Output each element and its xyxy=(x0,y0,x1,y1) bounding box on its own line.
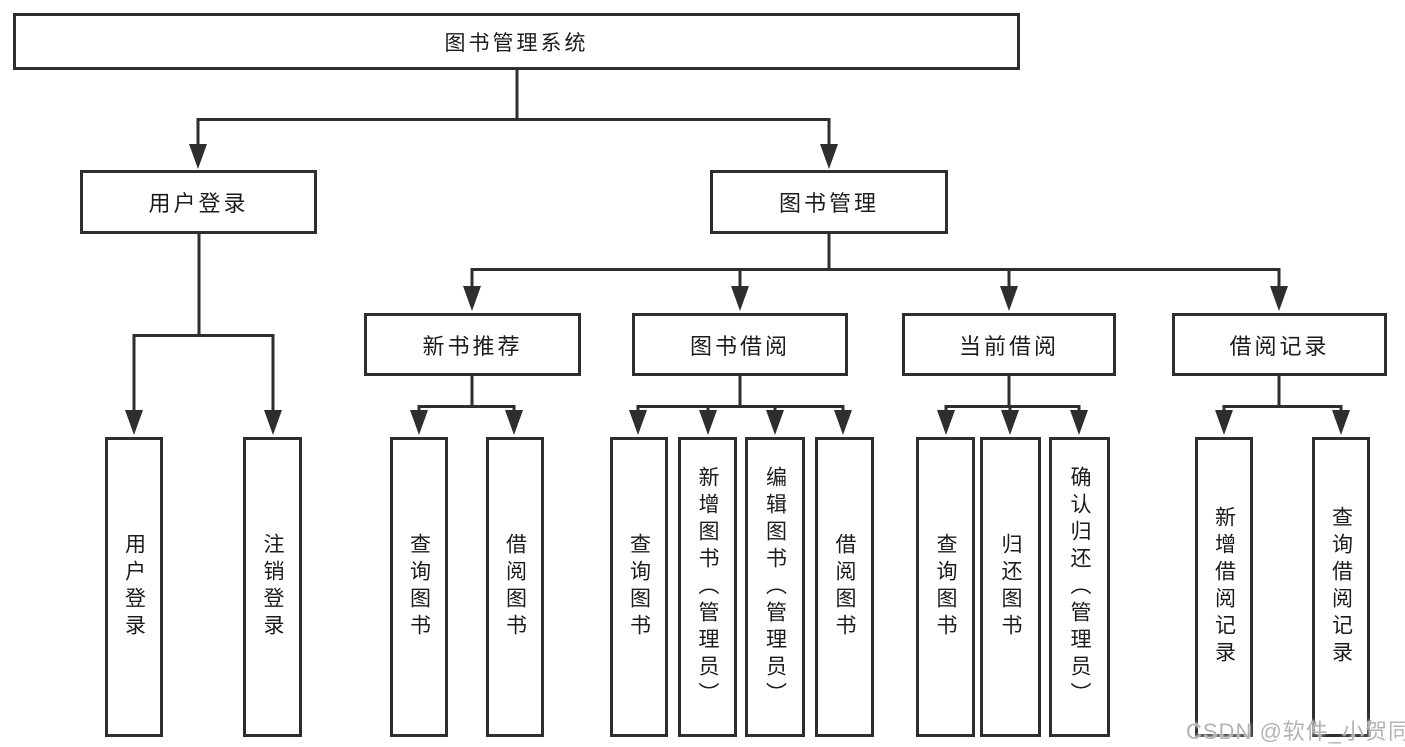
leaf-logout-label: 注销登录 xyxy=(261,533,284,641)
node-current-borrow: 当前借阅 xyxy=(902,313,1116,376)
connector-new-book-branch xyxy=(410,376,523,435)
connector-borrow-records-branch xyxy=(1215,376,1350,435)
leaf-query-borrow-record-label: 查询借阅记录 xyxy=(1329,506,1353,668)
leaf-add-borrow-record-label: 新增借阅记录 xyxy=(1212,506,1236,668)
connector-book-management-branch xyxy=(463,234,1288,311)
leaf-query-books-current: 查询图书 xyxy=(916,437,975,737)
leaf-query-borrow-record: 查询借阅记录 xyxy=(1312,437,1370,737)
leaf-confirm-return-admin-label: 确认归还（管理员） xyxy=(1068,465,1091,709)
leaf-edit-books-admin-label: 编辑图书（管理员） xyxy=(763,465,787,709)
leaf-borrow-books-label: 借阅图书 xyxy=(833,533,856,641)
node-root: 图书管理系统 xyxy=(13,13,1020,70)
leaf-query-books-recommend-label: 查询图书 xyxy=(407,533,431,641)
node-borrow-records-label: 借阅记录 xyxy=(1229,333,1330,359)
node-book-management-label: 图书管理 xyxy=(778,191,879,216)
node-borrow-records: 借阅记录 xyxy=(1172,313,1387,376)
node-user-login-label: 用户登录 xyxy=(148,191,249,216)
leaf-query-books-borrow-label: 查询图书 xyxy=(627,533,651,641)
leaf-user-login: 用户登录 xyxy=(105,437,163,737)
leaf-logout: 注销登录 xyxy=(243,437,302,737)
node-new-book-recommend: 新书推荐 xyxy=(364,313,581,376)
connector-book-borrow-branch xyxy=(629,376,852,435)
leaf-add-books-admin: 新增图书（管理员） xyxy=(678,437,737,737)
leaf-confirm-return-admin: 确认归还（管理员） xyxy=(1049,437,1110,737)
node-new-book-recommend-label: 新书推荐 xyxy=(422,333,523,359)
connector-current-borrow-branch xyxy=(937,376,1088,435)
node-book-borrow-label: 图书借阅 xyxy=(689,333,790,359)
node-book-borrow: 图书借阅 xyxy=(632,313,848,376)
leaf-borrow-books-recommend-label: 借阅图书 xyxy=(503,533,527,641)
node-current-borrow-label: 当前借阅 xyxy=(958,333,1059,359)
leaf-return-books-label: 归还图书 xyxy=(999,533,1022,641)
connector-root-to-level2 xyxy=(189,70,838,169)
csdn-watermark: CSDN @软件_小贺同学 xyxy=(1186,719,1405,744)
leaf-return-books: 归还图书 xyxy=(980,437,1041,737)
leaf-add-borrow-record: 新增借阅记录 xyxy=(1195,437,1253,737)
leaf-query-books-recommend: 查询图书 xyxy=(390,437,448,737)
leaf-add-books-admin-label: 新增图书（管理员） xyxy=(696,465,719,709)
connector-user-login-branch xyxy=(125,234,282,435)
leaf-edit-books-admin: 编辑图书（管理员） xyxy=(745,437,805,737)
leaf-user-login-label: 用户登录 xyxy=(122,533,146,641)
leaf-query-books-current-label: 查询图书 xyxy=(934,533,957,641)
leaf-borrow-books: 借阅图书 xyxy=(815,437,874,737)
node-book-management: 图书管理 xyxy=(710,170,948,234)
node-user-login: 用户登录 xyxy=(80,170,317,234)
node-root-label: 图书管理系统 xyxy=(444,31,589,55)
leaf-query-books-borrow: 查询图书 xyxy=(610,437,668,737)
leaf-borrow-books-recommend: 借阅图书 xyxy=(486,437,544,737)
